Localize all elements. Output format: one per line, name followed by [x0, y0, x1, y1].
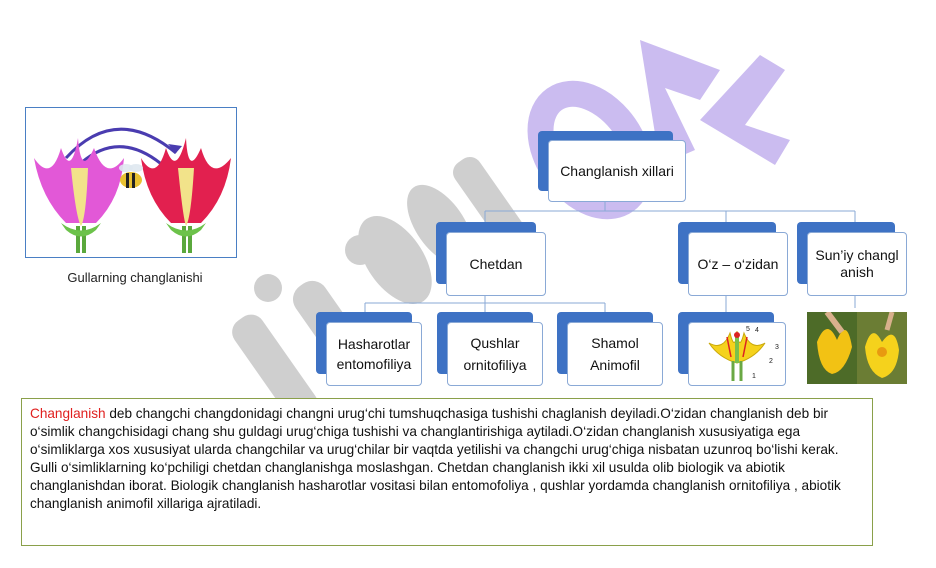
diagram-number-4: 4: [755, 327, 759, 334]
qushlar-line2: ornitofiliya: [463, 357, 527, 373]
flowers-illustration: [34, 127, 231, 253]
hasharotlar-line1: Hasharotlar: [337, 336, 411, 352]
chetdan-label: Chetdan: [469, 255, 523, 272]
paragraph-1: Changlanish deb changchi changdonidagi c…: [30, 405, 864, 459]
shamol-line2: Animofil: [590, 357, 640, 373]
pollination-image: [25, 107, 237, 258]
image-caption: Gullarning changlanishi: [67, 270, 203, 285]
hasharotlar-line2: entomofiliya: [336, 356, 412, 372]
pumpkin-flowers-photo: [807, 312, 907, 384]
diagram-number-2: 2: [769, 358, 773, 365]
suniy-label: Sun’iy changlanish: [815, 247, 899, 280]
diagram-number-3: 3: [775, 344, 779, 351]
artificial-pollination-photo: [807, 312, 907, 384]
paragraph-2: Gulli o‘simliklarning ko‘pchiligi chetda…: [30, 460, 841, 511]
diagram-number-5: 5: [746, 326, 750, 333]
description-panel: Changlanish deb changchi changdonidagi c…: [21, 398, 873, 546]
qushlar-line1: Qushlar: [470, 335, 520, 351]
oz-ozidan-label: O‘z – o‘zidan: [697, 255, 779, 272]
self-pollination-diagram: 5 4 3 2 1: [708, 326, 779, 381]
shamol-line1: Shamol: [591, 335, 639, 351]
paragraph-1-text: deb changchi changdonidagi changni urug‘…: [30, 406, 839, 457]
root-label: Changlanish xillari: [560, 162, 674, 179]
term-highlight: Changlanish: [30, 406, 106, 421]
diagram-number-1: 1: [752, 373, 756, 380]
